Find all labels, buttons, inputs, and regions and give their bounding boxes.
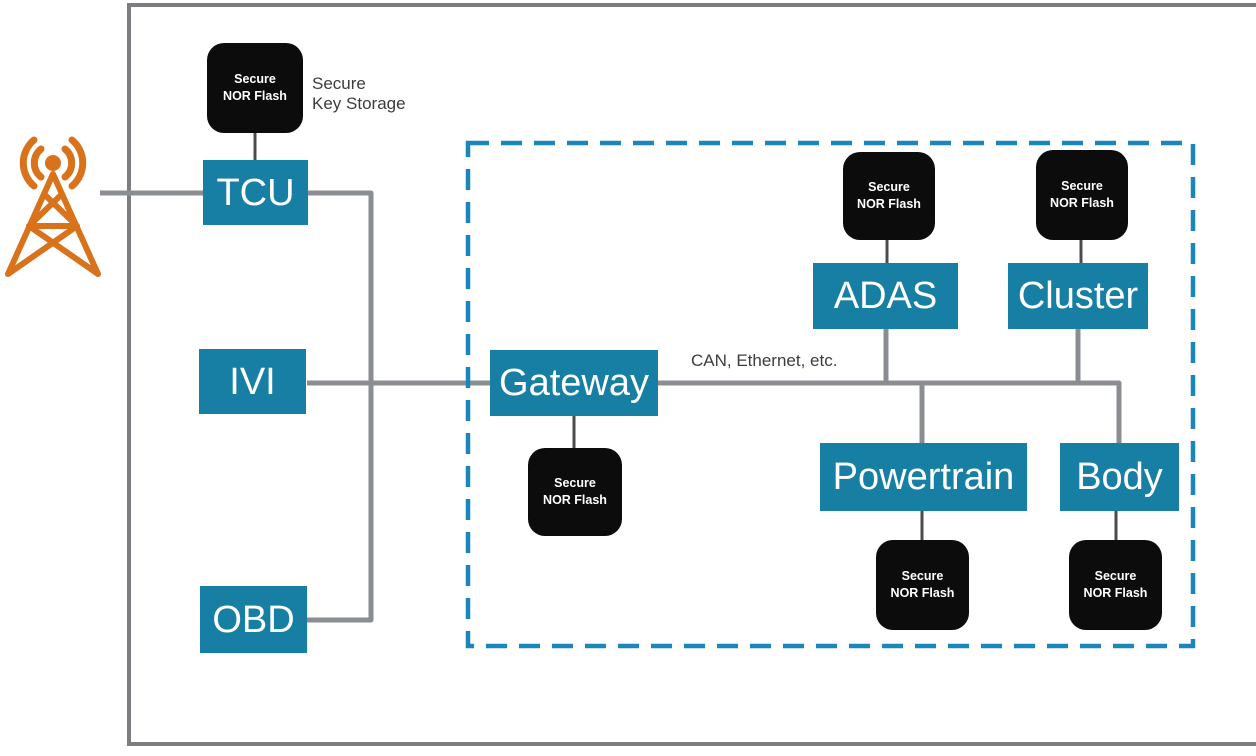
node-ivi: IVI xyxy=(199,349,306,414)
chip-tcu-secure-nor-flash: Secure NOR Flash xyxy=(207,43,303,133)
chip-cluster-secure-nor-flash: Secure NOR Flash xyxy=(1036,150,1128,240)
node-tcu: TCU xyxy=(203,160,308,225)
node-gateway: Gateway xyxy=(490,350,658,416)
secure-key-storage-line1: Secure xyxy=(312,74,366,93)
node-adas: ADAS xyxy=(813,263,958,329)
chip-body-secure-nor-flash: Secure NOR Flash xyxy=(1069,540,1162,630)
node-gateway-label: Gateway xyxy=(499,362,649,404)
chip-label-line2: NOR Flash xyxy=(890,586,955,600)
bus-protocols-label: CAN, Ethernet, etc. xyxy=(691,351,838,370)
node-obd-label: OBD xyxy=(212,598,295,641)
chip-label-line2: NOR Flash xyxy=(223,89,287,103)
node-tcu-label: TCU xyxy=(216,171,295,214)
chip-label-line1: Secure xyxy=(1094,569,1137,584)
chip-label-line1: Secure xyxy=(901,569,944,584)
secure-key-storage-line2: Key Storage xyxy=(312,93,406,113)
secure-key-storage-label: Secure Key Storage xyxy=(312,74,406,113)
chip-label-line2: NOR Flash xyxy=(543,493,607,507)
chip-gateway-secure-nor-flash: Secure NOR Flash xyxy=(528,448,622,536)
chip-powertrain-secure-nor-flash: Secure NOR Flash xyxy=(876,540,969,630)
node-ivi-label: IVI xyxy=(229,360,276,403)
chip-label-line1: Secure xyxy=(868,180,910,195)
chip-label-line1: Secure xyxy=(554,476,596,491)
node-adas-label: ADAS xyxy=(833,275,938,317)
chip-label-line1: Secure xyxy=(234,72,276,87)
outer-frame xyxy=(127,3,1256,746)
node-powertrain: Powertrain xyxy=(820,443,1027,511)
cell-tower-icon xyxy=(5,136,101,277)
vehicle-domain-dashed-border xyxy=(465,140,1196,649)
chip-label-line2: NOR Flash xyxy=(857,197,921,211)
chip-label-line2: NOR Flash xyxy=(1050,196,1114,210)
node-powertrain-label: Powertrain xyxy=(832,456,1015,498)
node-obd: OBD xyxy=(200,586,307,653)
chip-adas-secure-nor-flash: Secure NOR Flash xyxy=(843,152,935,240)
node-body-label: Body xyxy=(1076,456,1163,498)
ivi-gateway-bus-line xyxy=(307,380,1122,443)
node-cluster: Cluster xyxy=(1008,263,1148,329)
node-cluster-label: Cluster xyxy=(1017,275,1139,317)
chip-label-line1: Secure xyxy=(1061,179,1103,194)
chip-label-line2: NOR Flash xyxy=(1083,586,1148,600)
node-body: Body xyxy=(1060,443,1179,511)
